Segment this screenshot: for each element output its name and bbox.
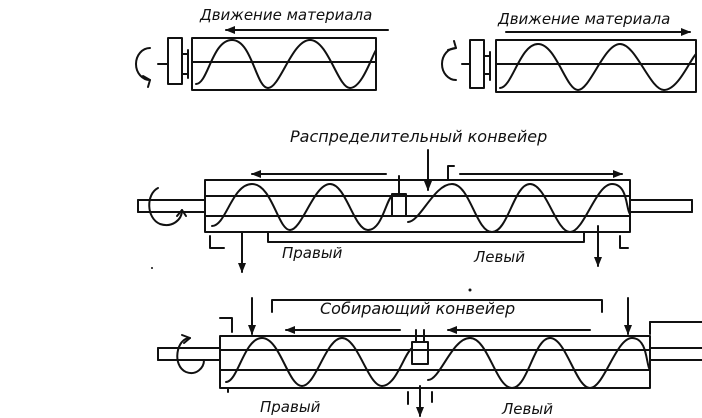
middle-coupling — [412, 342, 428, 364]
trough — [205, 180, 630, 232]
middle-coupling — [392, 194, 406, 216]
distributing-conveyor-title: Распределительный конвейер — [290, 127, 547, 146]
outlet-left — [210, 236, 224, 248]
collecting-conveyor-title: Собирающий конвейер — [320, 299, 515, 318]
screw-flight-right-handed — [212, 184, 392, 230]
bottom-trough-line — [268, 232, 584, 242]
rotation-arrow-icon — [149, 188, 182, 225]
top-left-caption: Движение материала — [199, 6, 372, 24]
top-right-conveyor — [442, 32, 696, 92]
rotation-arrow-icon — [442, 48, 456, 80]
top-left-conveyor — [136, 30, 388, 90]
drive-coupling — [168, 38, 182, 84]
top-right-caption: Движение материала — [497, 10, 670, 28]
screw-flight-left-handed — [408, 184, 630, 232]
screw-flight-right-handed — [226, 338, 412, 386]
bottom-trough-line-left — [228, 388, 408, 392]
rotation-arrow-icon — [177, 338, 204, 373]
screw-flight — [196, 40, 376, 88]
distributing-right-handed-label: Правый — [282, 244, 343, 262]
screw-flight — [500, 44, 696, 90]
screw-flight-left-handed — [428, 338, 650, 388]
collecting-left-handed-label: Левый — [501, 400, 553, 418]
collecting-right-handed-label: Правый — [260, 398, 321, 416]
distributing-left-handed-label: Левый — [473, 248, 525, 266]
distributing-conveyor — [138, 150, 692, 272]
drive-coupling — [470, 40, 484, 88]
trough — [496, 40, 696, 92]
